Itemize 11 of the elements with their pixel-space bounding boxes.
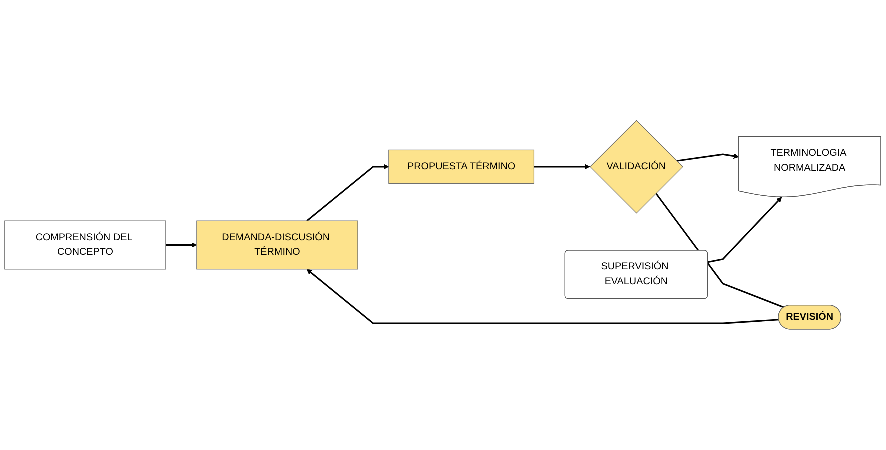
node-box: PROPUESTA TÉRMINO	[388, 150, 535, 184]
node-box: DEMANDA-DISCUSIÓN TÉRMINO	[196, 220, 358, 270]
arrow	[306, 269, 780, 324]
arrow	[676, 154, 740, 162]
node-diamond: VALIDACIÓN	[590, 120, 684, 214]
arrow	[306, 164, 390, 222]
arrow	[534, 164, 590, 170]
arrow	[708, 197, 782, 264]
node-box: COMPRENSIÓN DEL CONCEPTO	[4, 220, 166, 270]
arrow	[166, 242, 198, 248]
connector	[656, 193, 784, 308]
